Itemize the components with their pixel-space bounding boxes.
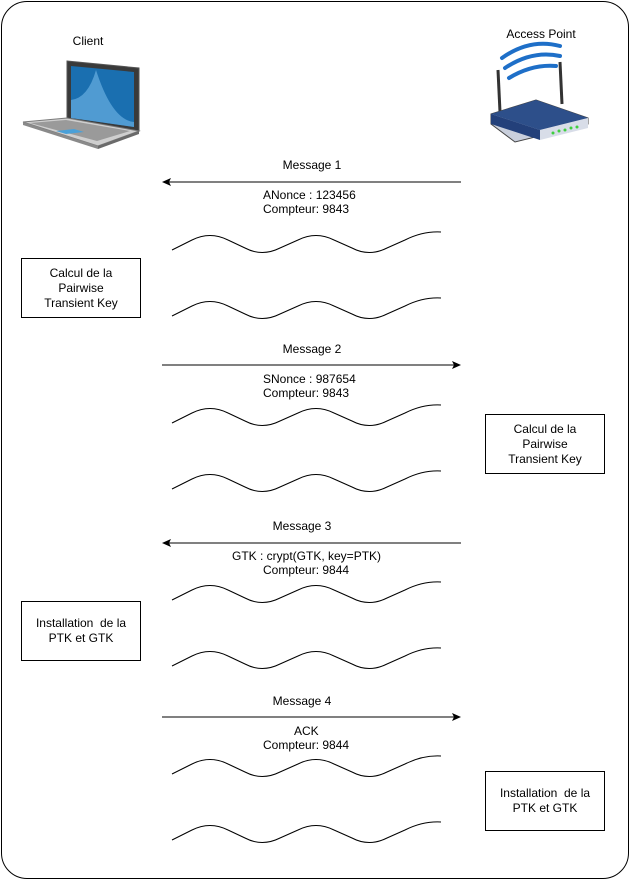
wave-separator [171,581,442,603]
wave-separator [171,404,442,426]
router-icon [490,41,589,143]
message-1-nonce: ANonce : 123456 [263,188,356,202]
laptop-icon [22,60,141,149]
message-3-gtk: GTK : crypt(GTK, key=PTK) [232,549,382,563]
wave-separator [171,647,442,669]
message-1-title: Message 1 [282,158,342,172]
message-3-arrow [162,539,461,547]
ap-ptk-calc-box: Calcul de la Pairwise Transient Key [485,414,605,474]
message-4-info: ACK Compteur: 9844 [263,724,349,752]
box-line: Calcul de la Pairwise [513,421,577,451]
wave-separator [171,297,442,319]
message-4-title: Message 4 [272,694,332,708]
message-4-ack: ACK [294,724,319,738]
message-2-info: SNonce : 987654 Compteur: 9843 [263,372,356,400]
message-3-info: GTK : crypt(GTK, key=PTK) Compteur: 9844 [232,549,381,577]
box-line: Installation de la [35,616,127,630]
wave-separator [171,755,442,777]
box-line: PTK et GTK [48,631,114,645]
box-line: Installation de la [499,786,591,800]
ap-install-box: Installation de la PTK et GTK [485,771,605,831]
message-4-counter: Compteur: 9844 [263,738,350,752]
message-2-arrow [162,361,461,369]
message-2-title: Message 2 [282,342,342,356]
message-3-title: Message 3 [272,519,332,533]
box-line: PTK et GTK [512,801,578,815]
message-2-counter: Compteur: 9843 [263,386,350,400]
client-ptk-calc-box: Calcul de la Pairwise Transient Key [21,258,141,318]
box-line: Transient Key [508,451,582,466]
box-line: Transient Key [44,295,118,310]
client-label: Client [72,34,104,48]
message-2-nonce: SNonce : 987654 [263,372,356,386]
client-install-box: Installation de la PTK et GTK [21,601,141,661]
wave-separator [171,821,442,843]
wave-separator [171,470,442,492]
wave-separator [171,231,442,253]
box-line: Calcul de la Pairwise [49,265,113,295]
message-4-arrow [162,713,461,721]
message-1-arrow [162,178,461,186]
message-1-counter: Compteur: 9843 [263,202,350,216]
access-point-label: Access Point [506,27,576,41]
message-3-counter: Compteur: 9844 [263,563,350,577]
message-1-info: ANonce : 123456 Compteur: 9843 [263,188,356,216]
